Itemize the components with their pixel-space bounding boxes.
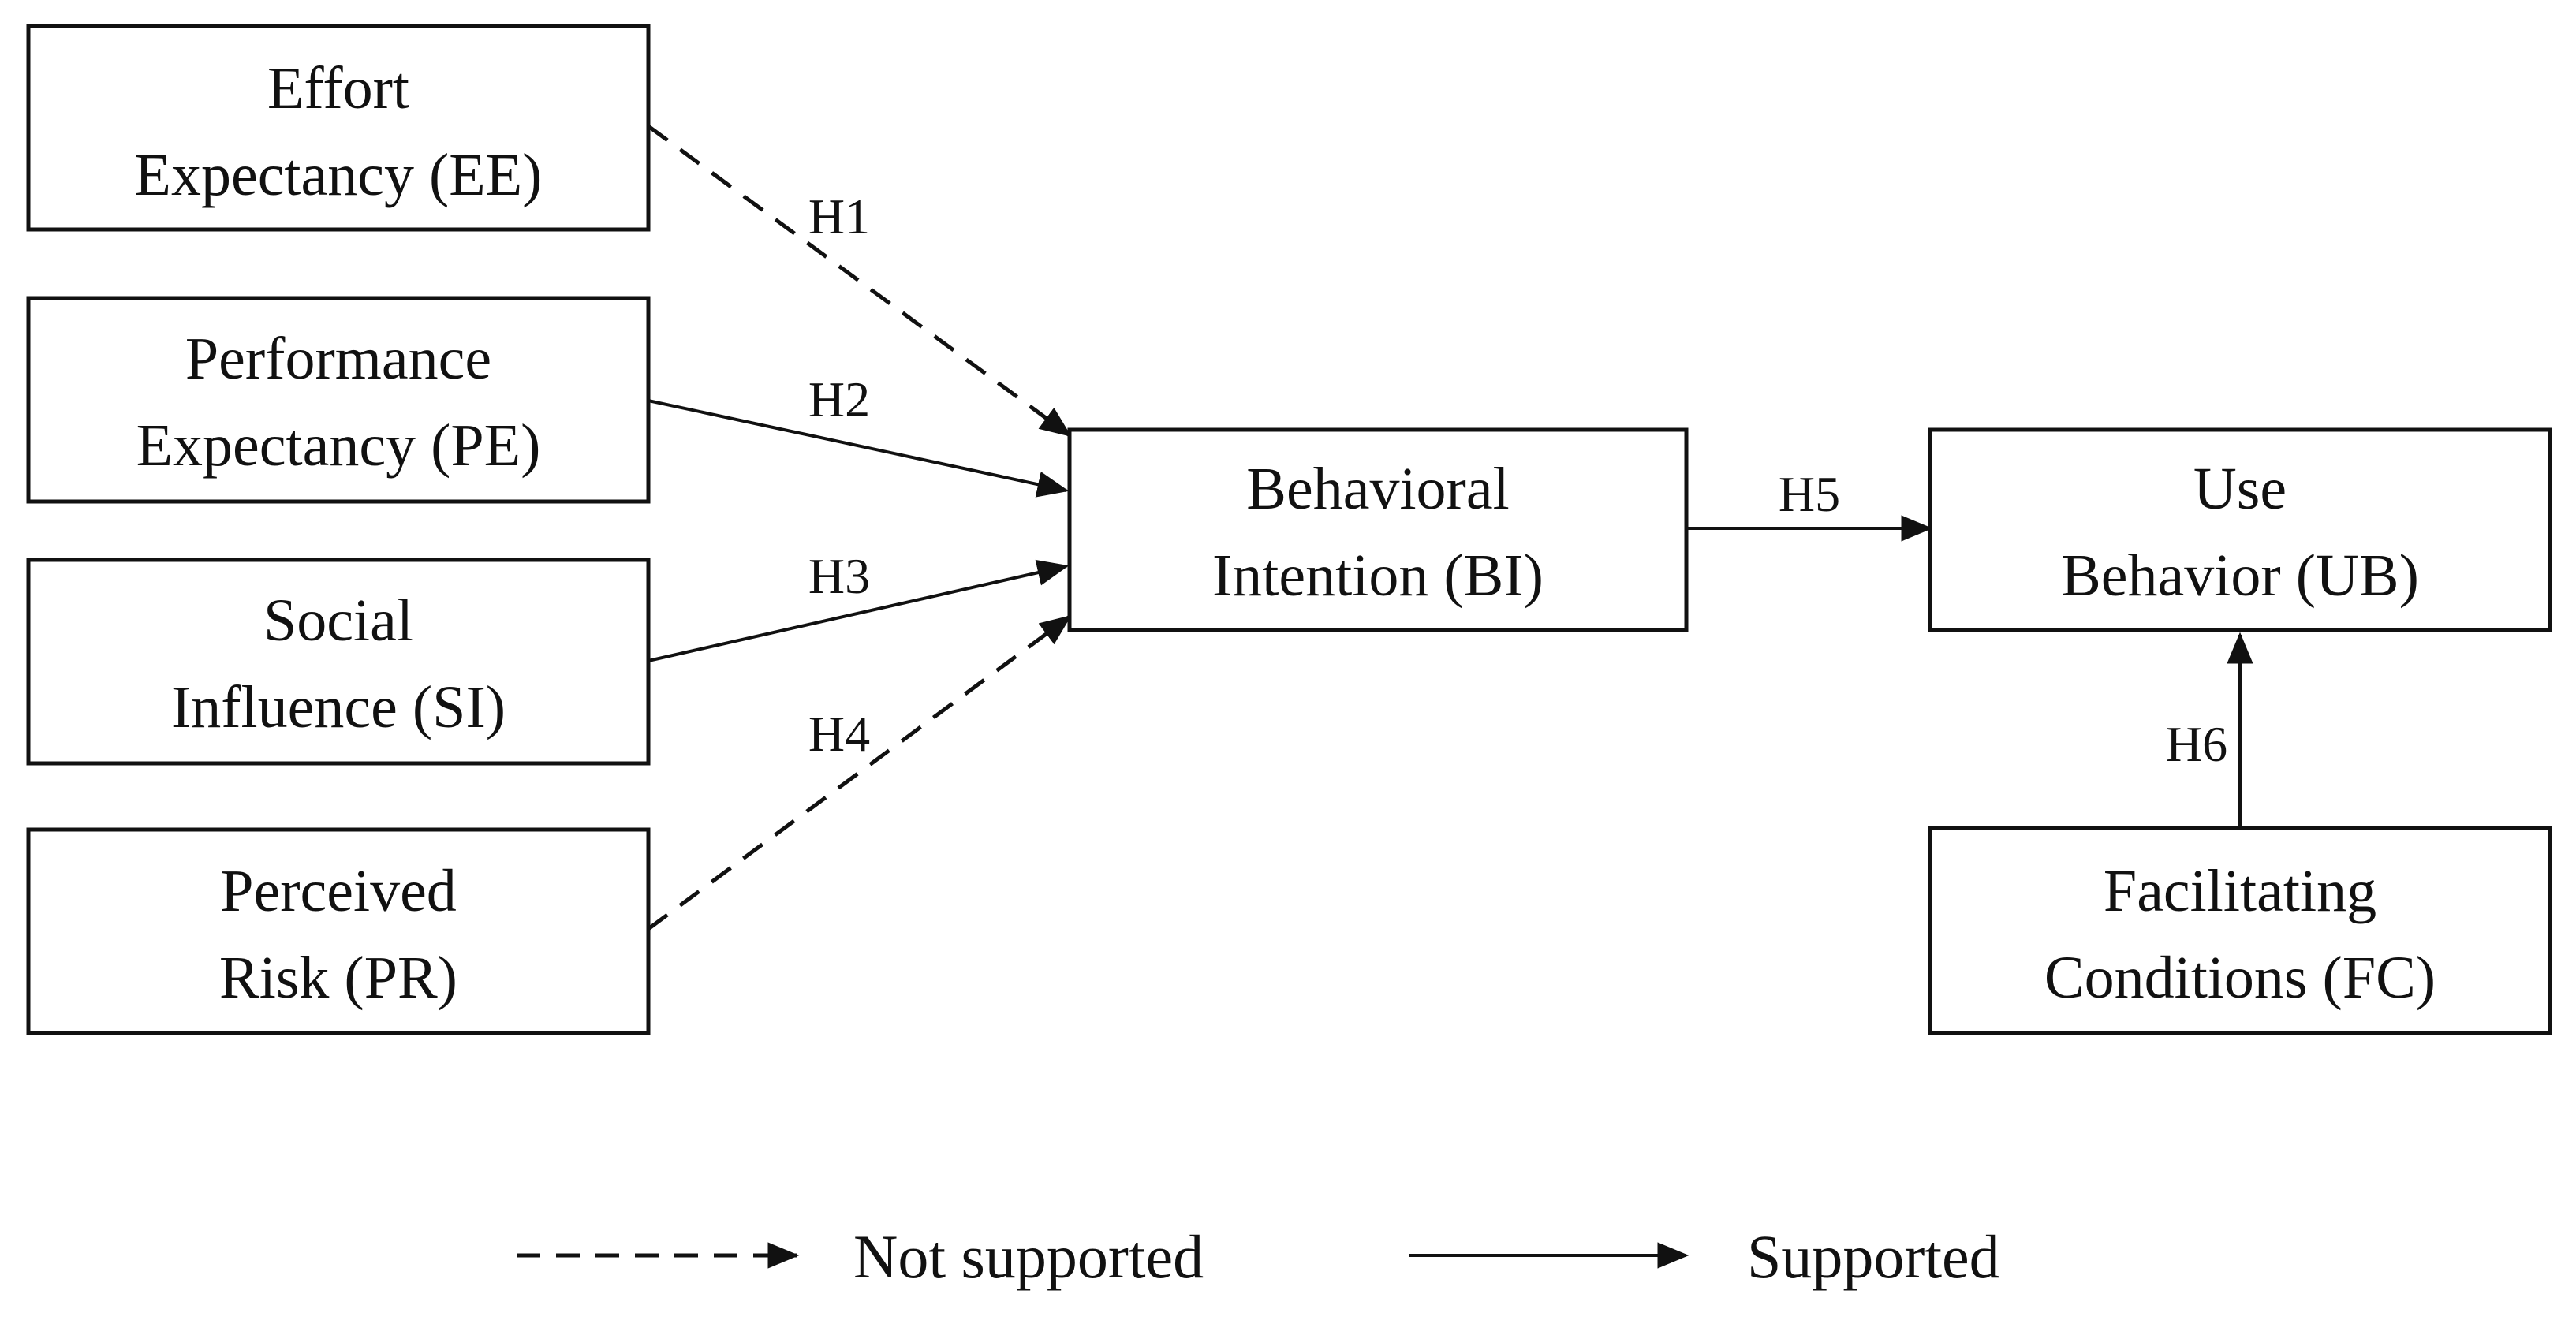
node-pe-line-1: Performance	[185, 326, 491, 392]
node-fc-box	[1928, 826, 2552, 1035]
node-pr-line-2: Risk (PR)	[219, 945, 457, 1011]
node-bi-box	[1067, 427, 1689, 632]
node-si-box	[26, 558, 651, 766]
node-pr-line-1: Perceived	[220, 858, 457, 924]
node-si: Social Influence (SI)	[26, 558, 651, 766]
node-ee: Effort Expectancy (EE)	[26, 24, 651, 232]
edge-label-h1: H1	[808, 188, 870, 244]
node-ee-line-2: Expectancy (EE)	[135, 142, 543, 208]
node-ub-line-1: Use	[2193, 456, 2287, 522]
legend-not-supported-label: Not supported	[853, 1222, 1204, 1291]
node-fc-line-1: Facilitating	[2104, 858, 2376, 924]
edge-h3	[648, 559, 1070, 662]
node-fc-line-2: Conditions (FC)	[2044, 945, 2436, 1011]
edge-label-h2: H2	[808, 371, 870, 427]
edge-h1	[647, 124, 1072, 438]
node-pr: Perceived Risk (PR)	[26, 827, 651, 1035]
node-pe-box	[26, 296, 651, 504]
node-ub-box	[1928, 427, 2552, 632]
node-si-line-2: Influence (SI)	[171, 674, 506, 740]
node-ee-box	[26, 24, 651, 232]
node-pe-line-2: Expectancy (PE)	[136, 412, 541, 479]
node-bi: Behavioral Intention (BI)	[1067, 427, 1689, 632]
node-bi-line-1: Behavioral	[1246, 456, 1509, 522]
node-pr-box	[26, 827, 651, 1035]
edge-h4	[647, 614, 1072, 931]
node-si-line-1: Social	[263, 587, 413, 654]
edges: H1 H2 H3 H4 H5 H6	[647, 124, 2253, 931]
node-ub: Use Behavior (UB)	[1928, 427, 2552, 632]
node-pe: Performance Expectancy (PE)	[26, 296, 651, 504]
legend: Not supported Supported	[517, 1222, 2000, 1291]
node-bi-line-2: Intention (BI)	[1212, 543, 1544, 609]
legend-supported-label: Supported	[1747, 1222, 2000, 1291]
node-fc: Facilitating Conditions (FC)	[1928, 826, 2552, 1035]
edge-h2	[648, 399, 1070, 498]
node-ee-line-1: Effort	[267, 55, 409, 121]
edge-label-h5: H5	[1779, 466, 1840, 522]
edge-label-h6: H6	[2166, 716, 2227, 772]
edge-label-h3: H3	[808, 548, 870, 604]
node-ub-line-2: Behavior (UB)	[2061, 543, 2419, 609]
edge-label-h4: H4	[808, 706, 870, 762]
